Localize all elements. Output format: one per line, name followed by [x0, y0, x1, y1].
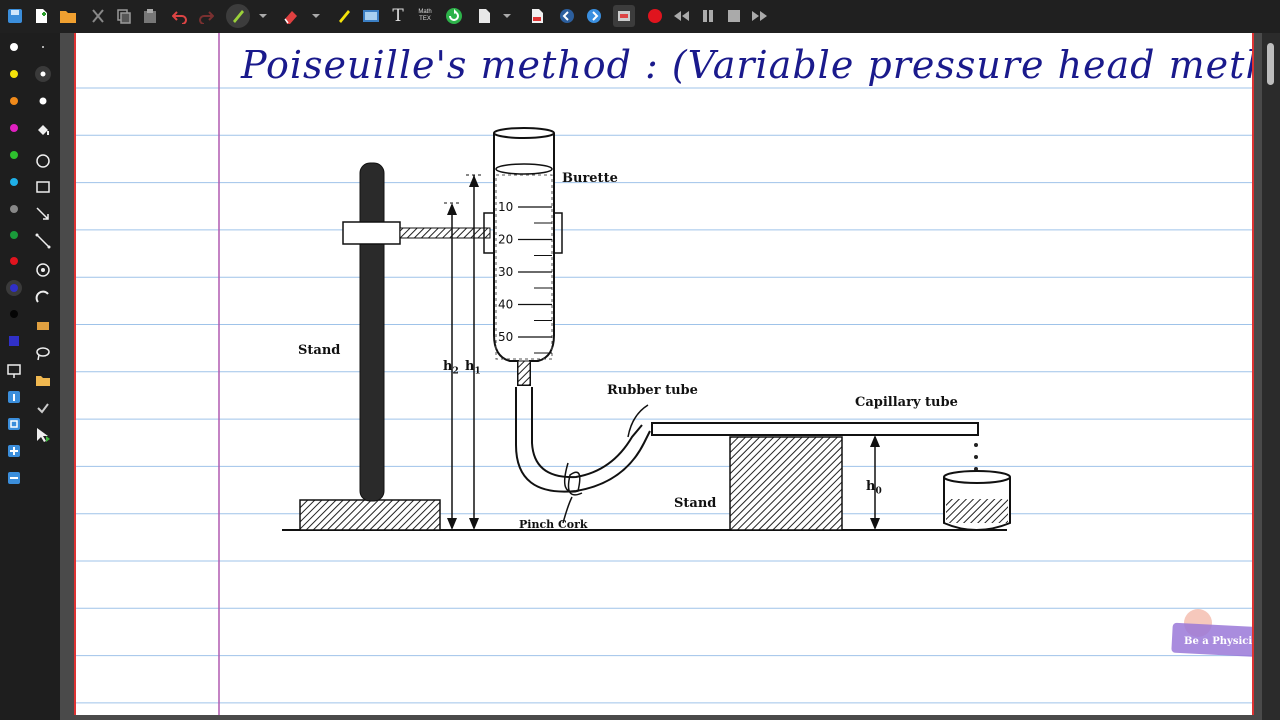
previous-page-icon[interactable]	[557, 6, 577, 26]
page-dropdown-chevron-icon[interactable]	[500, 6, 514, 26]
stop-icon[interactable]	[724, 6, 744, 26]
left-stand-label: Stand	[298, 343, 341, 358]
h2-subscript: 2	[452, 366, 459, 377]
medium-dot-size-icon[interactable]	[35, 93, 51, 109]
fast-forward-icon[interactable]	[750, 6, 770, 26]
h1-label: h1	[465, 359, 481, 377]
open-folder-icon[interactable]	[58, 6, 78, 26]
h1-letter: h	[465, 359, 475, 374]
pointer-cursor-icon[interactable]	[35, 427, 51, 443]
h0-subscript: 0	[875, 486, 882, 497]
cut-icon[interactable]	[88, 6, 108, 26]
page-number-icon[interactable]	[6, 389, 22, 405]
save-icon[interactable]	[5, 6, 25, 26]
rectangle-shape-icon[interactable]	[35, 179, 51, 195]
notebook-page[interactable]: Poiseuille's method : (Variable pressure…	[74, 33, 1254, 715]
line-shape-icon[interactable]	[35, 233, 51, 249]
pause-icon[interactable]	[698, 6, 718, 26]
new-page-icon[interactable]	[31, 6, 51, 26]
burette-scale-label: 30	[498, 265, 513, 279]
arrow-shape-icon[interactable]	[35, 206, 51, 222]
text-tool-label: T	[392, 6, 404, 26]
eraser-icon[interactable]	[281, 6, 301, 26]
paste-icon[interactable]	[140, 6, 160, 26]
pinch-cork-label: Pinch Cork	[519, 518, 588, 531]
watermark-text: Be a Physicist	[1184, 636, 1253, 647]
custom-color-swatch[interactable]	[6, 333, 22, 349]
rewind-icon[interactable]	[671, 6, 691, 26]
cyan-color-swatch[interactable]	[6, 174, 22, 190]
orange-color-swatch[interactable]	[6, 93, 22, 109]
compass-icon[interactable]	[35, 262, 51, 278]
dark-green-color-swatch[interactable]	[6, 227, 22, 243]
burette-scale-label: 50	[498, 330, 513, 344]
image-icon[interactable]	[361, 6, 381, 26]
record-icon[interactable]	[645, 6, 665, 26]
top-toolbar: T Math TEX	[0, 0, 1280, 33]
scrollbar-thumb[interactable]	[1267, 43, 1274, 85]
pen-tool-icon[interactable]	[226, 4, 250, 28]
black-color-swatch[interactable]	[6, 306, 22, 322]
pdf-export-icon[interactable]	[527, 6, 547, 26]
zoom-fit-icon[interactable]	[6, 416, 22, 432]
math-tex-label: Math TEX	[418, 9, 432, 22]
folder-icon[interactable]	[35, 372, 51, 388]
burette-scale-label: 20	[498, 233, 513, 247]
h1-subscript: 1	[474, 366, 481, 377]
rubber-tube-label: Rubber tube	[607, 383, 698, 398]
small-dot-size-icon[interactable]	[35, 66, 51, 82]
text-tool-icon[interactable]: T	[388, 6, 408, 26]
h2-letter: h	[443, 359, 453, 374]
page-icon[interactable]	[474, 6, 494, 26]
capillary-tube-label: Capillary tube	[855, 395, 958, 410]
channel-watermark-logo	[1171, 609, 1252, 658]
burette-scale-label: 10	[498, 200, 513, 214]
page-heading: Poiseuille's method : (Variable pressure…	[241, 43, 1254, 87]
right-stand-label: Stand	[674, 496, 717, 511]
refresh-icon[interactable]	[444, 6, 464, 26]
left-tool-sidebar	[0, 33, 60, 720]
burette-scale-label: 40	[498, 298, 513, 312]
vertical-scrollbar[interactable]	[1262, 33, 1280, 720]
redo-icon[interactable]	[196, 6, 216, 26]
ruler-icon[interactable]	[35, 318, 51, 334]
math-tex-icon[interactable]: Math TEX	[414, 6, 436, 26]
h0-label: h0	[866, 479, 882, 497]
checkmark-icon[interactable]	[35, 400, 51, 416]
yellow-color-swatch[interactable]	[6, 66, 22, 82]
zoom-in-icon[interactable]	[6, 443, 22, 459]
copy-icon[interactable]	[114, 6, 134, 26]
white-color-swatch[interactable]	[6, 39, 22, 55]
h0-letter: h	[866, 479, 876, 494]
blue-color-swatch[interactable]	[6, 280, 22, 296]
tiny-dot-size-icon[interactable]	[35, 39, 51, 55]
green-color-swatch[interactable]	[6, 147, 22, 163]
fill-bucket-icon[interactable]	[35, 122, 51, 138]
zoom-out-icon[interactable]	[6, 470, 22, 486]
burette-scale: 10 20 30 40 50	[498, 200, 552, 354]
h2-label: h2	[443, 359, 459, 377]
gray-color-swatch[interactable]	[6, 201, 22, 217]
protractor-icon[interactable]	[35, 290, 51, 306]
next-page-icon[interactable]	[584, 6, 604, 26]
recording-panel-icon[interactable]	[613, 5, 635, 27]
circle-shape-icon[interactable]	[35, 153, 51, 169]
whiteboard-icon[interactable]	[6, 363, 22, 379]
red-color-swatch[interactable]	[6, 253, 22, 269]
highlighter-icon[interactable]	[334, 6, 354, 26]
ruled-lines	[76, 33, 1252, 715]
pen-dropdown-chevron-icon[interactable]	[256, 6, 270, 26]
lasso-icon[interactable]	[35, 346, 51, 362]
magenta-color-swatch[interactable]	[6, 120, 22, 136]
eraser-dropdown-chevron-icon[interactable]	[309, 6, 323, 26]
burette-label: Burette	[562, 171, 618, 186]
undo-icon[interactable]	[170, 6, 190, 26]
